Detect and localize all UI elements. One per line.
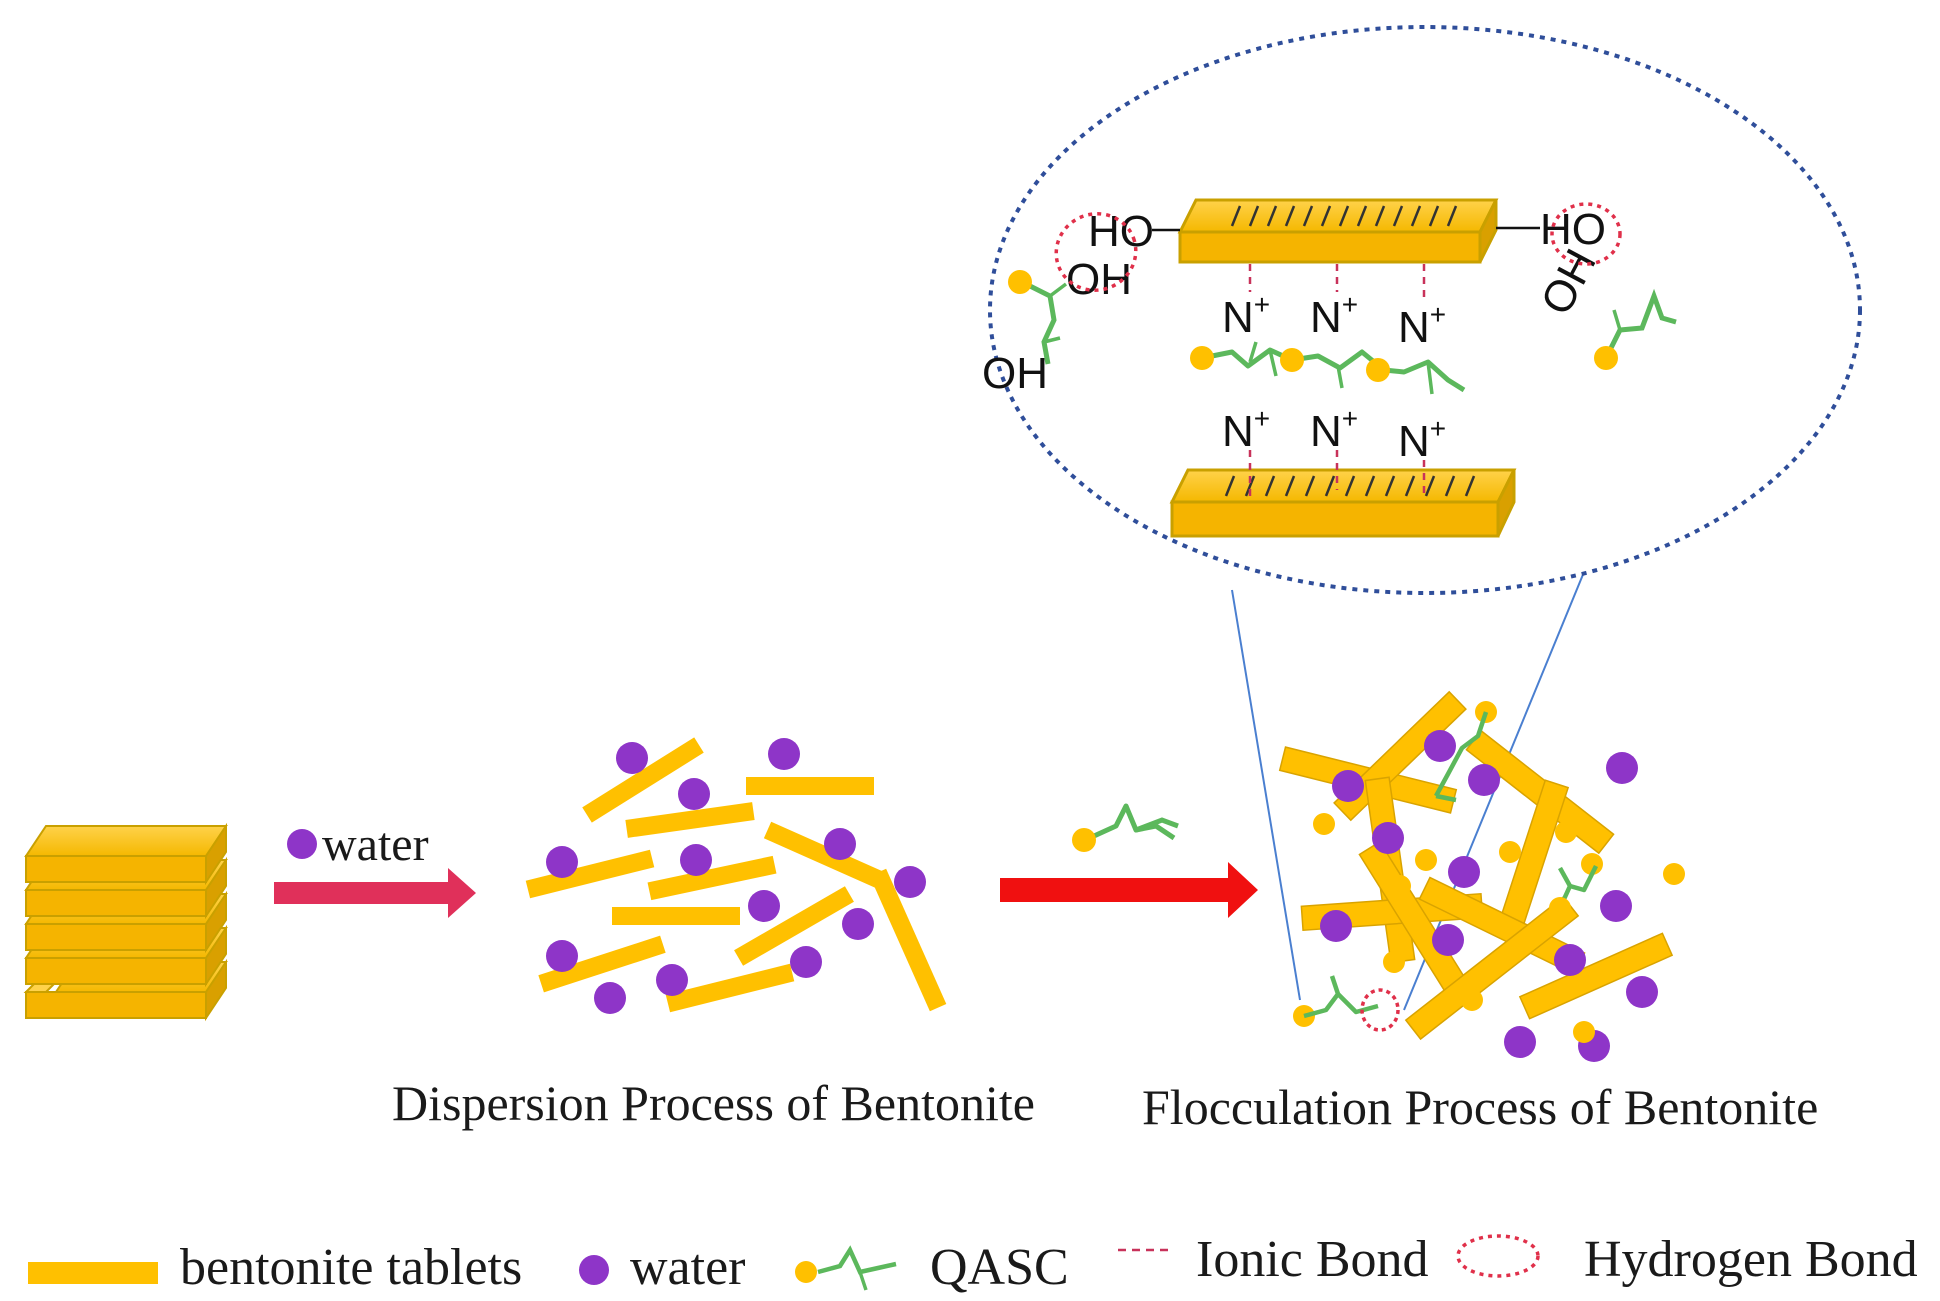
- dispersion-cluster: [525, 737, 947, 1014]
- zoom-line-left: [1231, 589, 1301, 1001]
- legend-bentonite-swatch: [28, 1262, 158, 1284]
- n-plus-label: N+: [1310, 403, 1358, 456]
- n-plus-label: N+: [1398, 413, 1446, 466]
- water-arrow-label: water: [322, 818, 429, 871]
- legend-qasc-swatch: [795, 1245, 897, 1291]
- n-plus-label: N+: [1398, 299, 1446, 352]
- flocculation-cluster: [1278, 690, 1685, 1062]
- n-plus-label: N+: [1310, 289, 1358, 342]
- inset-left-hydroxyl: HO OH OH: [982, 207, 1180, 398]
- n-plus-label: N+: [1222, 403, 1270, 456]
- water-arrow: water: [274, 818, 476, 918]
- legend: bentonite tablets water QASC Ionic Bond …: [28, 1231, 1918, 1296]
- legend-water-label: water: [630, 1239, 745, 1296]
- hydrogen-bond-ring: [1054, 212, 1138, 292]
- legend-ionic-label: Ionic Bond: [1196, 1231, 1429, 1288]
- qasc-molecule-icon: [1072, 803, 1179, 852]
- legend-water-swatch: [579, 1255, 609, 1285]
- bentonite-stack: [23, 822, 228, 1022]
- inset-top-slab: [1177, 198, 1499, 264]
- zoom-inset: N+ N+ N+ N+ N+ N+ HO OH OH HO: [982, 25, 1862, 1011]
- legend-hydrogen-swatch: [1456, 1234, 1540, 1278]
- inset-ionic-bonds: [1248, 264, 1426, 496]
- legend-hydrogen-label: Hydrogen Bond: [1584, 1231, 1918, 1288]
- flocculation-caption: Flocculation Process of Bentonite: [1142, 1079, 1818, 1135]
- dispersion-caption: Dispersion Process of Bentonite: [392, 1075, 1035, 1131]
- arrow-red: [1000, 862, 1258, 918]
- n-plus-label: N+: [1222, 289, 1270, 342]
- inset-ellipse: [988, 25, 1862, 595]
- qasc-arrow: [1000, 803, 1258, 918]
- arrow-pink: [274, 868, 476, 918]
- inset-qasc-chain: [1190, 341, 1466, 395]
- legend-qasc-label: QASC: [930, 1239, 1069, 1296]
- oh-label-left-bottom: OH: [982, 349, 1048, 398]
- legend-bentonite-label: bentonite tablets: [180, 1239, 522, 1296]
- hydrogen-bond-ring: [1360, 988, 1400, 1032]
- ho-label-right: HO: [1540, 205, 1606, 254]
- water-dot: [287, 829, 317, 859]
- hydrogen-bond-ring: [1550, 202, 1622, 266]
- inset-bottom-slab: [1169, 468, 1517, 538]
